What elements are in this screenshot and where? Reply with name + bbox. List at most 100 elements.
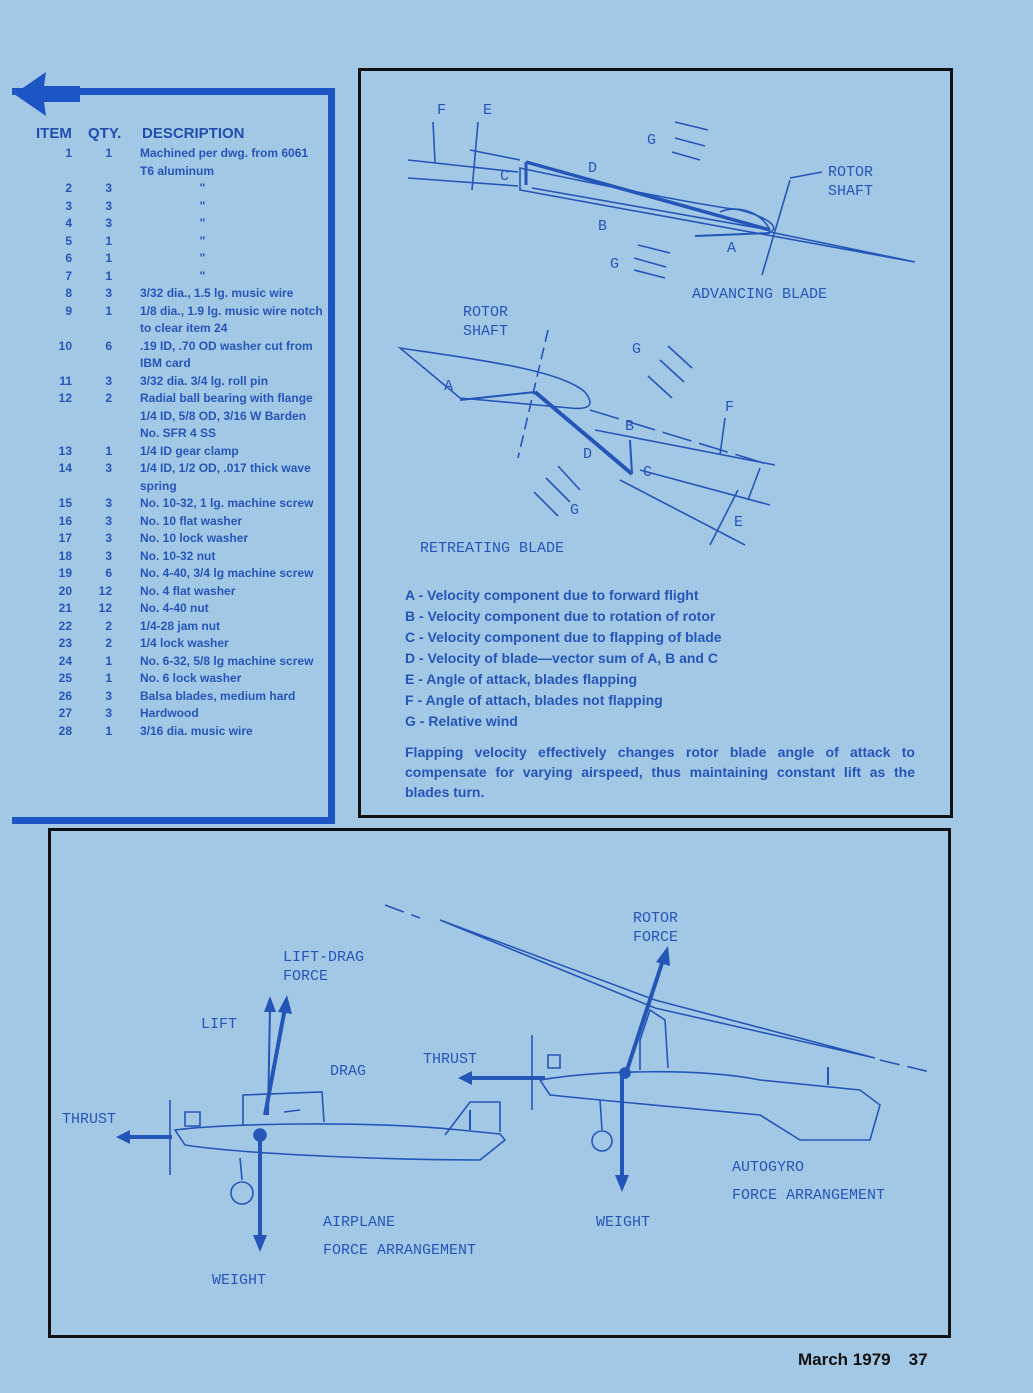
cell-item: 10 [58, 338, 72, 353]
cell-qty: 6 [105, 566, 112, 580]
blade-legend: A - Velocity component due to forward fl… [405, 585, 722, 732]
label-g: G [647, 132, 656, 149]
cell-qty: 3 [105, 373, 112, 388]
cell-description: No. 6 lock washer [140, 671, 242, 685]
cell-description: 3/32 dia. 3/4 lg. roll pin [140, 373, 269, 388]
cell-qty: 3 [105, 531, 112, 545]
cell-qty: 2 [105, 391, 112, 405]
cell-qty: 1 [105, 303, 112, 318]
label-g: G [570, 502, 579, 519]
label-c: C [643, 464, 652, 481]
cell-item: 26 [58, 688, 72, 703]
cell-description: 3/16 dia. music wire [140, 723, 253, 738]
autogyro-title: FORCE ARRANGEMENT [732, 1187, 885, 1204]
autogyro-title: AUTOGYRO [732, 1159, 804, 1176]
label-thrust: THRUST [423, 1051, 477, 1068]
cell-description: 1/4-28 jam nut [140, 618, 221, 633]
cell-qty: 3 [105, 688, 112, 703]
cell-item: 2 [65, 181, 72, 195]
cell-item: 4 [65, 216, 72, 230]
airplane-title: AIRPLANE [323, 1214, 395, 1231]
label-thrust: THRUST [62, 1111, 116, 1128]
cell-qty: 3 [105, 496, 112, 510]
cell-item: 5 [65, 233, 72, 248]
cell-item: 13 [58, 443, 72, 458]
cell-description: Machined per dwg. from 6061 T6 aluminum [140, 146, 309, 178]
legend-item: E - Angle of attack, blades flapping [405, 671, 638, 687]
label-rotor-force: ROTOR [633, 910, 678, 927]
label-c: C [500, 168, 509, 185]
cell-qty: 12 [98, 601, 112, 615]
cell-qty: 3 [105, 513, 112, 528]
cell-description: No. 4 flat washer [140, 583, 236, 598]
legend-item: B - Velocity component due to rotation o… [405, 608, 716, 624]
airplane-labels: LIFT-DRAG FORCE LIFT DRAG THRUST WEIGHT … [62, 949, 476, 1289]
cell-description: " [199, 216, 206, 230]
cell-description: " [199, 251, 206, 265]
cell-item: 28 [58, 723, 72, 738]
cell-item: 24 [58, 653, 72, 668]
cell-description: " [199, 233, 206, 248]
cell-qty: 1 [105, 653, 112, 668]
cell-item: 16 [58, 513, 72, 528]
advancing-blade-labels: F E C D B A G G ROTOR SHAFT ADVANCING BL… [437, 102, 873, 303]
cell-description: No. 10-32 nut [140, 548, 216, 563]
cell-item: 21 [58, 601, 72, 615]
cell-item: 1 [65, 146, 72, 160]
cell-item: 18 [58, 548, 72, 563]
retreating-blade-diagram [397, 329, 776, 546]
cell-item: 27 [58, 706, 72, 720]
cell-description: Hardwood [140, 706, 199, 720]
cell-qty: 1 [105, 443, 112, 458]
cell-qty: 3 [105, 706, 112, 720]
table-row: 24 1 No. 6-32, 5/8 lg machine screw [12, 653, 328, 671]
cell-description: No. 4-40 nut [140, 601, 209, 615]
header-qty: QTY. [88, 125, 122, 142]
cell-description: 3/32 dia., 1.5 lg. music wire [140, 286, 294, 300]
label-rotor-shaft: ROTOR [828, 164, 873, 181]
force-diagram-frame [48, 828, 951, 1338]
blade-caption: Flapping velocity effectively changes ro… [405, 744, 915, 800]
label-a: A [727, 240, 736, 257]
cell-item: 22 [58, 618, 72, 633]
blade-diagram-frame [358, 68, 953, 818]
cell-item: 20 [58, 583, 72, 598]
autogyro-forces [458, 946, 829, 1192]
cell-description: No. 10-32, 1 lg. machine screw [140, 496, 314, 510]
cell-qty: 1 [105, 268, 112, 283]
cell-item: 19 [58, 566, 72, 580]
label-weight: WEIGHT [212, 1272, 266, 1289]
cell-item: 8 [65, 286, 72, 300]
cell-description: 1/4 lock washer [140, 636, 229, 650]
label-d: D [588, 160, 597, 177]
table-row: 1 1 Machined per dwg. from 6061 T6 aluminu… [12, 145, 328, 180]
legend-item: F - Angle of attach, blades not flapping [405, 692, 663, 708]
cell-description: No. 4-40, 3/4 lg machine screw [140, 566, 314, 580]
label-f: F [437, 102, 446, 119]
autogyro-drawing [384, 904, 931, 1152]
cell-description: Radial ball bearing with flange 1/4 ID, … [140, 391, 313, 440]
retreating-blade-labels: ROTOR SHAFT A B D C F E G G RETREATING B… [420, 304, 743, 557]
legend-item: D - Velocity of blade—vector sum of A, B… [405, 650, 718, 666]
legend-item: G - Relative wind [405, 713, 518, 729]
label-rotor-shaft: SHAFT [463, 323, 508, 340]
cell-qty: 1 [105, 146, 112, 160]
label-weight: WEIGHT [596, 1214, 650, 1231]
cell-description: No. 6-32, 5/8 lg machine screw [140, 653, 314, 668]
